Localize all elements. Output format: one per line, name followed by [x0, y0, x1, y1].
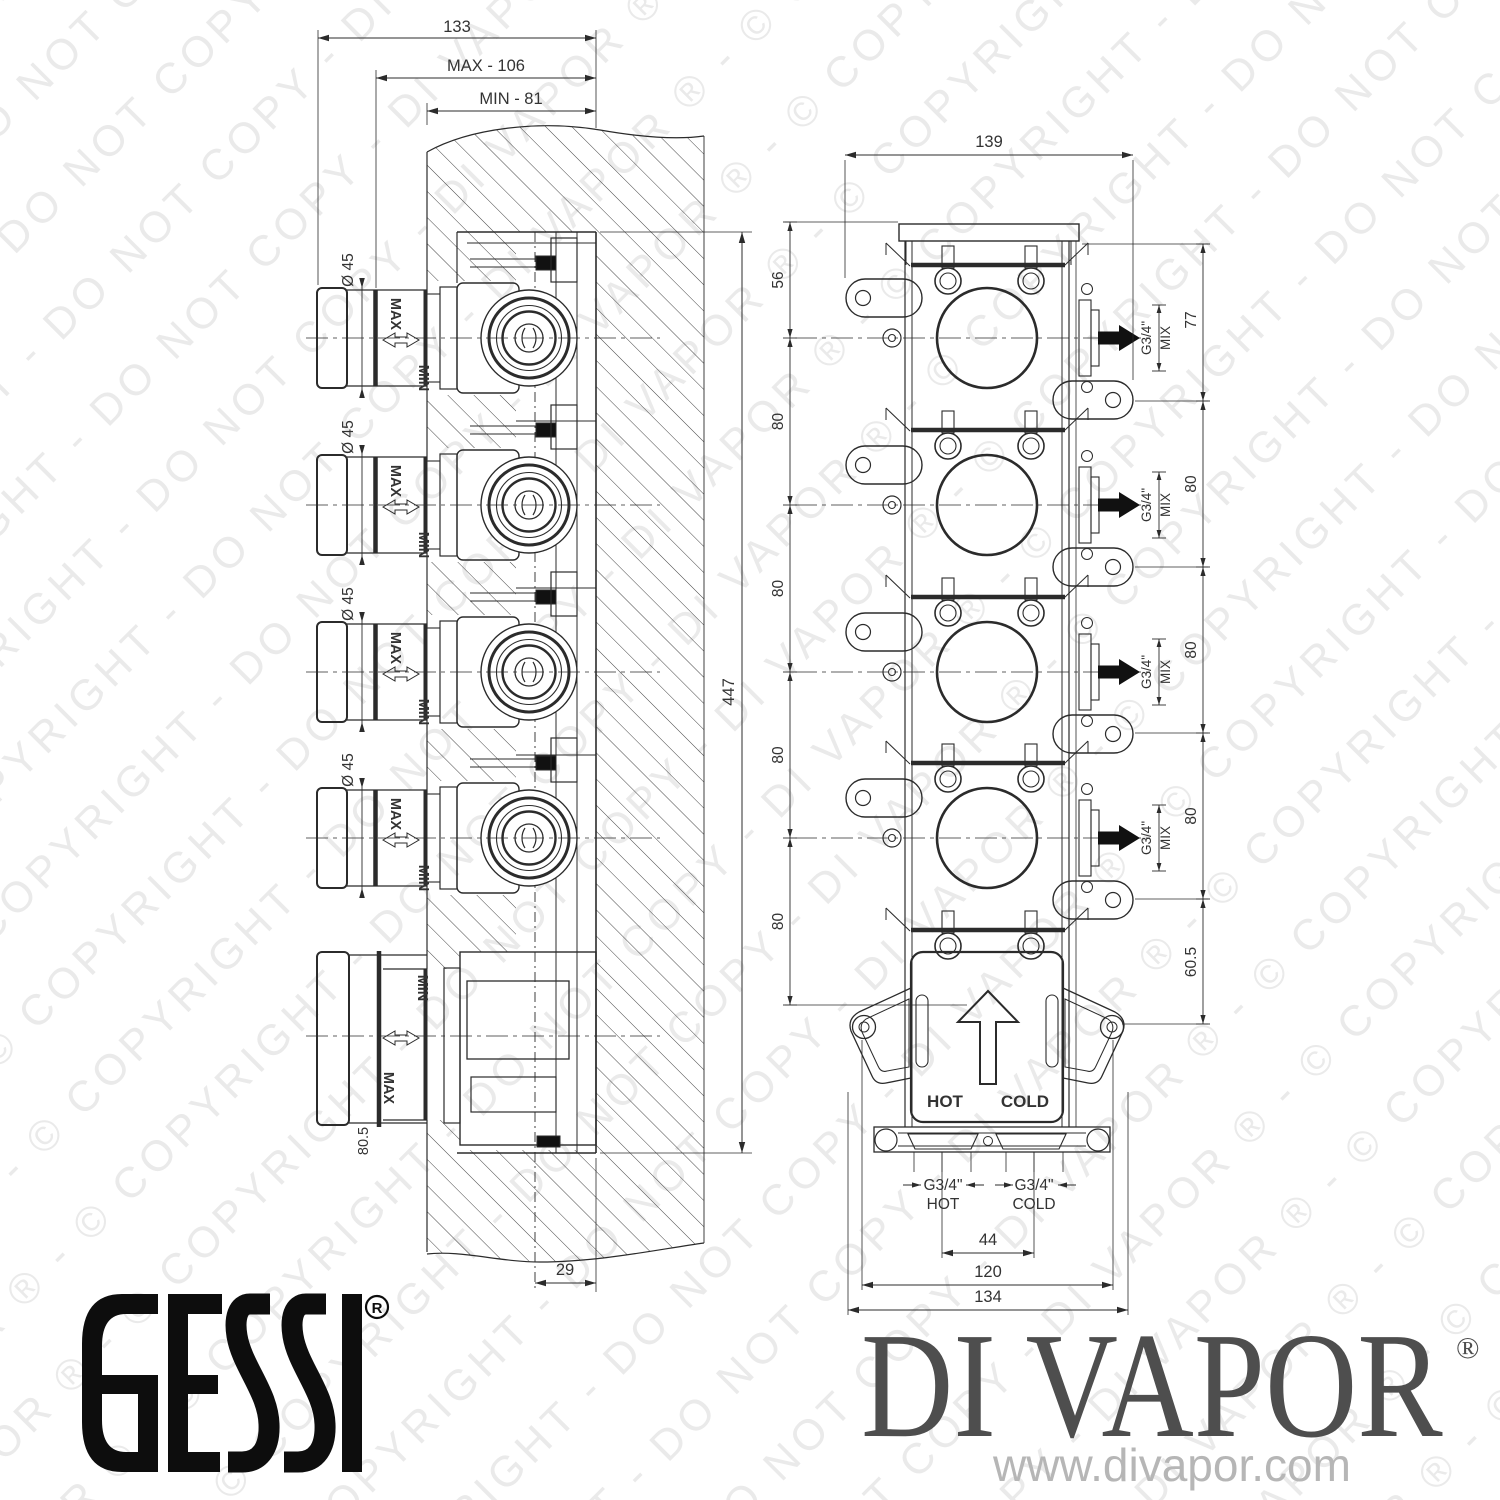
- svg-text:139: 139: [975, 133, 1003, 151]
- svg-text:MIX: MIX: [1158, 326, 1173, 350]
- svg-text:Ø 45: Ø 45: [340, 753, 357, 787]
- svg-text:MAX: MAX: [387, 798, 403, 831]
- svg-text:MAX - 106: MAX - 106: [447, 57, 525, 75]
- svg-text:COLD: COLD: [1012, 1196, 1055, 1213]
- svg-text:77: 77: [1183, 311, 1200, 328]
- svg-text:80: 80: [770, 580, 787, 598]
- svg-text:MIX: MIX: [1158, 660, 1173, 684]
- svg-text:60.5: 60.5: [1183, 947, 1200, 977]
- svg-text:447: 447: [720, 678, 738, 706]
- svg-text:56: 56: [770, 271, 787, 288]
- svg-text:80: 80: [1183, 641, 1200, 659]
- svg-text:R: R: [372, 1300, 383, 1317]
- svg-text:MAX: MAX: [387, 465, 403, 498]
- svg-text:44: 44: [979, 1231, 997, 1249]
- svg-text:MIN: MIN: [415, 365, 431, 392]
- svg-text:MAX: MAX: [387, 298, 403, 331]
- svg-text:MIN - 81: MIN - 81: [479, 90, 542, 108]
- svg-text:80: 80: [1183, 807, 1200, 825]
- svg-text:MIN: MIN: [414, 975, 430, 1002]
- svg-text:80.5: 80.5: [356, 1127, 372, 1155]
- svg-text:80: 80: [770, 746, 787, 764]
- svg-text:134: 134: [974, 1288, 1002, 1306]
- svg-text:G3/4": G3/4": [923, 1177, 962, 1194]
- svg-text:133: 133: [443, 18, 471, 36]
- svg-text:Ø 45: Ø 45: [340, 253, 357, 287]
- svg-text:80: 80: [770, 913, 787, 931]
- svg-text:MIN: MIN: [415, 532, 431, 559]
- svg-text:MIN: MIN: [415, 699, 431, 726]
- svg-text:MAX: MAX: [387, 632, 403, 665]
- svg-text:MIX: MIX: [1158, 493, 1173, 517]
- svg-text:29: 29: [556, 1261, 574, 1279]
- svg-text:120: 120: [974, 1263, 1002, 1281]
- svg-text:Ø 45: Ø 45: [340, 420, 357, 454]
- svg-text:HOT: HOT: [927, 1196, 960, 1213]
- svg-text:HOT: HOT: [927, 1092, 964, 1111]
- svg-text:80: 80: [770, 413, 787, 431]
- svg-text:G3/4": G3/4": [1014, 1177, 1053, 1194]
- svg-text:COLD: COLD: [1001, 1092, 1049, 1111]
- svg-text:G3/4": G3/4": [1139, 488, 1154, 522]
- svg-text:Ø 45: Ø 45: [340, 587, 357, 621]
- svg-text:MIX: MIX: [1158, 826, 1173, 850]
- svg-text:MAX: MAX: [380, 1072, 396, 1105]
- svg-text:G3/4": G3/4": [1139, 655, 1154, 689]
- svg-text:G3/4": G3/4": [1139, 821, 1154, 855]
- svg-text:MIN: MIN: [415, 865, 431, 892]
- svg-text:G3/4": G3/4": [1139, 321, 1154, 355]
- svg-text:80: 80: [1183, 475, 1200, 493]
